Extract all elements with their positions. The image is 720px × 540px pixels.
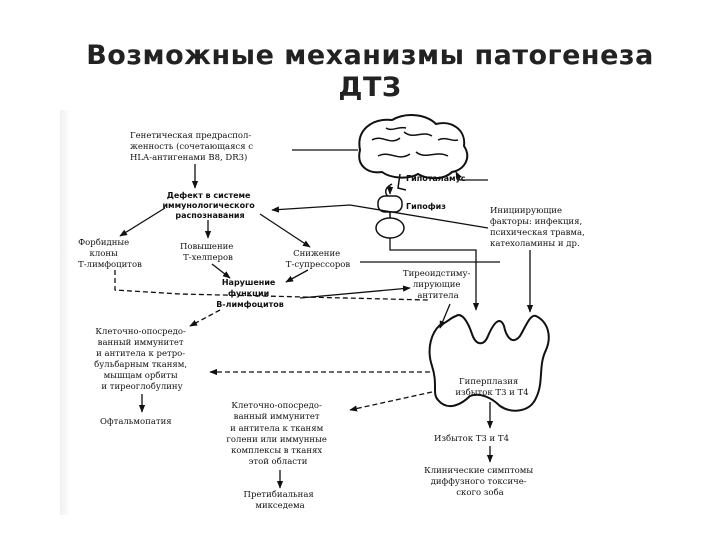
tsi-line: лирующие [413, 280, 461, 290]
bcell-line: функции [228, 289, 269, 298]
slide-left-bar [60, 110, 70, 515]
defect-node: Дефект в системе иммунологического распо… [162, 191, 257, 220]
ophthalmopathy-node: Офтальмопатия [100, 417, 172, 427]
forbidden-line: Форбидные [78, 237, 129, 248]
cellular-left-line: ванный иммунитет [98, 338, 184, 348]
thyroid-icon [428, 314, 550, 412]
t-suppressors-node: Снижение Т-супрессоров [286, 249, 351, 270]
defect-line: распознавания [175, 211, 244, 220]
genetic-node: Генетическая предраспол- женность (сочет… [130, 131, 256, 163]
tsi-line: антитела [417, 291, 458, 301]
cellular-center-line: голени или иммунные [226, 435, 326, 445]
genetic-line: Генетическая предраспол- [130, 131, 251, 141]
arrow-initiating-brain [455, 171, 488, 181]
slide-title: Возможные механизмы патогенеза [86, 40, 654, 71]
arrow-initiating-defect [271, 204, 489, 229]
cellular-center-line: комплексы в тканях [231, 446, 322, 456]
arrow-suppressors-bcell [285, 269, 309, 283]
genetic-line: HLA-антигенами B8, DR3) [130, 152, 247, 163]
defect-line: иммунологического [162, 201, 255, 210]
arrow-tsi-thyroid [439, 303, 451, 329]
pituitary-label: Гипофиз [406, 202, 446, 211]
cellular-left-line: Клеточно-опосредо- [95, 327, 186, 337]
helpers-line: Повышение [180, 242, 233, 252]
myxedema-node: Претибиальная микседема [244, 489, 317, 511]
myxedema-line: микседема [255, 501, 304, 511]
symptoms-node: Клинические симптомы диффузного токсиче-… [424, 466, 536, 498]
bcell-line: Нарушение [222, 278, 276, 287]
helpers-line: Т-хелперов [183, 253, 233, 263]
genetic-line: женность (сочетающаяся с [130, 141, 253, 152]
cellular-left-line: и тиреоглобулину [101, 381, 182, 392]
myxedema-line: Претибиальная [244, 489, 314, 500]
arrow-bcell-cellular-left [189, 309, 221, 327]
initiating-line: Инициирующие [490, 206, 562, 216]
hyperplasia-node: Гиперплазия избыток Т3 и Т4 [455, 377, 528, 398]
cellular-center-line: Клеточно-опосредо- [231, 401, 322, 411]
slide-subtitle: ДТЗ [338, 72, 402, 103]
cellular-center-line: и антитела к тканям [230, 424, 323, 434]
arrow-helpers-bcell [211, 263, 231, 279]
arrow-defect-forbidden [119, 207, 166, 237]
arrow-defect-suppressors [259, 213, 311, 248]
hyperplasia-line: Гиперплазия [459, 377, 518, 387]
cellular-left-line: бульбарным тканям, [94, 359, 187, 370]
brain-icon [358, 114, 469, 191]
suppressors-line: Т-супрессоров [286, 260, 351, 270]
tsi-line: Тиреоидстиму- [403, 269, 471, 279]
initiating-line: катехоламины и др. [490, 239, 580, 249]
cellular-left-node: Клеточно-опосредо- ванный иммунитет и ан… [94, 327, 190, 392]
t-helpers-node: Повышение Т-хелперов [180, 242, 236, 263]
cellular-center-line: этой области [249, 456, 308, 467]
symptoms-line: ского зоба [456, 487, 503, 498]
arrow-thyroid-cellular-center [349, 391, 433, 412]
connectors [114, 149, 534, 489]
pathogenesis-diagram: Генетическая предраспол- женность (сочет… [78, 114, 588, 511]
hyperplasia-line: избыток Т3 и Т4 [455, 387, 528, 398]
arrow-pituitary-thyroid [389, 238, 480, 311]
cellular-left-line: мышцам орбиты [104, 370, 178, 381]
cellular-center-line: ванный иммунитет [234, 412, 320, 422]
symptoms-line: диффузного токсиче- [431, 477, 527, 487]
symptoms-line: Клинические симптомы [424, 466, 533, 476]
tsi-node: Тиреоидстиму- лирующие антитела [403, 269, 473, 301]
hypothalamus-label: Гипоталамус [406, 174, 466, 183]
bcell-line: В-лимфоцитов [216, 300, 284, 309]
cellular-center-node: Клеточно-опосредо- ванный иммунитет и ан… [226, 401, 329, 467]
excess-node: Избыток Т3 и Т4 [434, 433, 509, 444]
initiating-node: Инициирующие факторы: инфекция, психичес… [490, 206, 588, 249]
defect-line: Дефект в системе [167, 191, 251, 200]
forbidden-line: клоны [90, 249, 118, 259]
arrow-bcell-tsi [299, 285, 411, 299]
cellular-left-line: и антитела к ретро- [96, 349, 185, 359]
suppressors-line: Снижение [293, 249, 340, 259]
b-cell-node: Нарушение функции В-лимфоцитов [216, 278, 284, 309]
forbidden-line: Т-лимфоцитов [78, 260, 142, 270]
initiating-line: факторы: инфекция, [490, 217, 582, 227]
forbidden-clones-node: Форбидные клоны Т-лимфоцитов [78, 237, 142, 270]
initiating-line: психическая травма, [490, 228, 585, 238]
